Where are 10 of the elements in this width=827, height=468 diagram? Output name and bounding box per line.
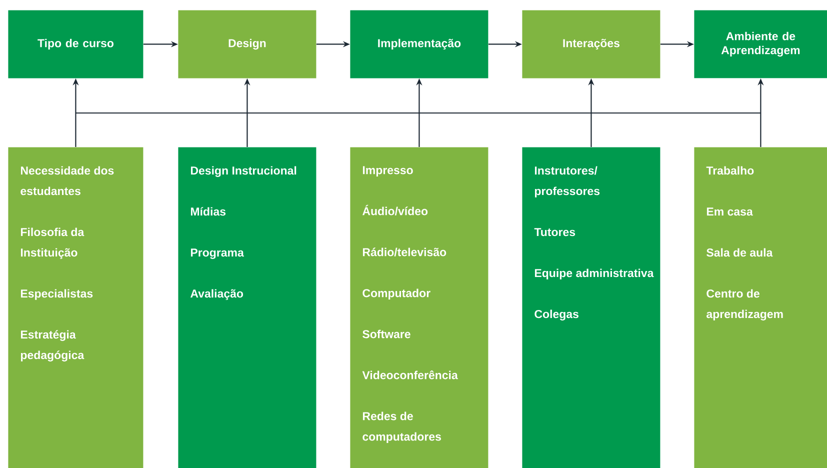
stage-box: Design [178, 10, 316, 78]
list-column: Necessidade dos estudantes Filosofia da Instituição Especialistas Estratégia pedagógica [8, 147, 144, 468]
stage-box: Ambiente de Aprendizagem [694, 10, 827, 78]
stage-box: Interações [522, 10, 660, 78]
list-column: Impresso Áudio/vídeo Rádio/televisão Computador Software Videoconferência Redes de computadores [350, 147, 488, 468]
stage-box: Tipo de curso [8, 10, 144, 78]
list-column: Design Instrucional Mídias Programa Avaliação [178, 147, 316, 468]
list-column: Instrutores/ professores Tutores Equipe administrativa Colegas [522, 147, 660, 468]
stage-box: Implementação [350, 10, 488, 78]
list-column: Trabalho Em casa Sala de aula Centro de aprendizagem [694, 147, 827, 468]
